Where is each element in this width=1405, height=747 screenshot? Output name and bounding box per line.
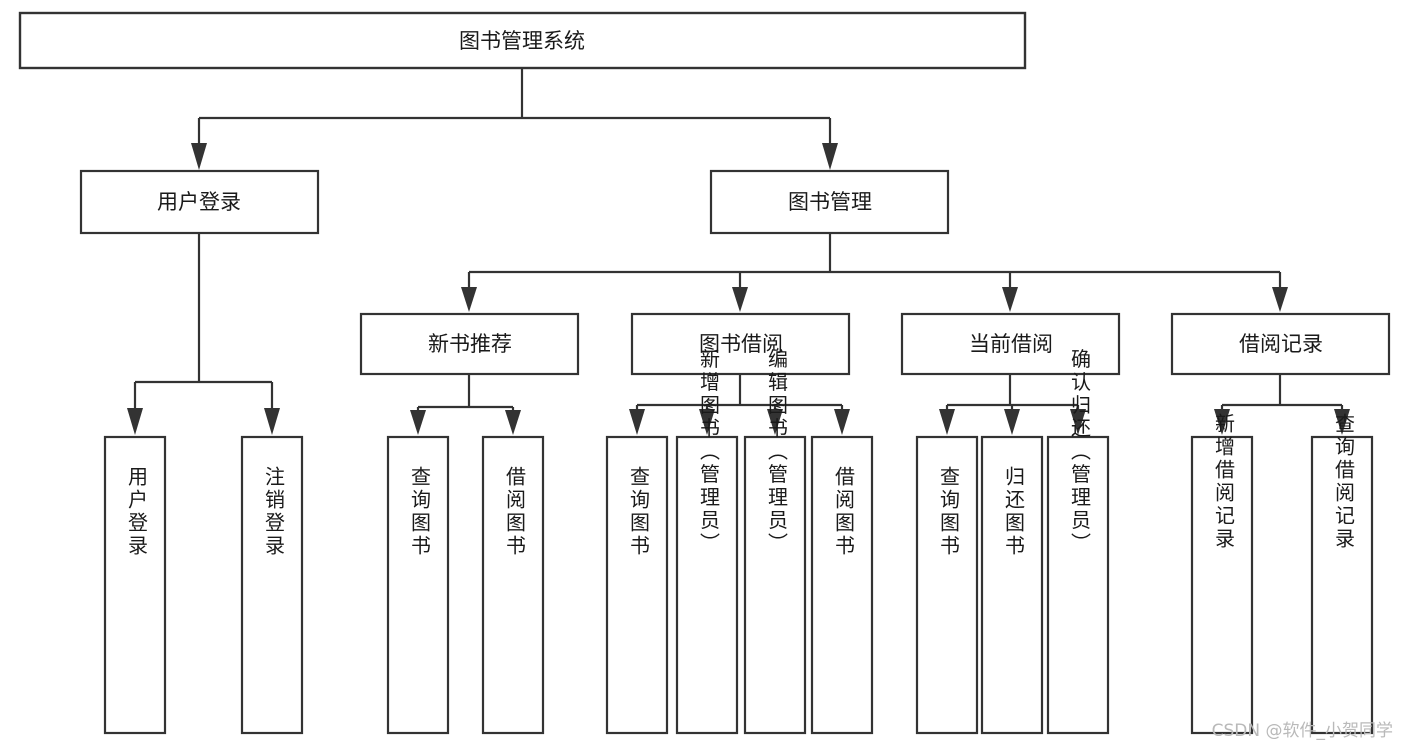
arrow-icon-user-login-2: [264, 408, 280, 435]
node-book-borrow-box: [630, 312, 851, 376]
node-user-login[interactable]: 用户登录: [79, 169, 320, 235]
node-leaf-edit-book[interactable]: 编辑图书（管理员）: [743, 348, 807, 735]
node-leaf-query-book-2-box: [605, 435, 669, 735]
node-leaf-add-book[interactable]: 新增图书（管理员）: [675, 348, 739, 735]
node-user-login-box: [79, 169, 320, 235]
node-leaf-query-book-2-label: 查询图书: [627, 466, 651, 558]
node-book-management[interactable]: 图书管理: [709, 169, 950, 235]
node-leaf-confirm-return[interactable]: 确认归还（管理员）: [1046, 348, 1110, 735]
arrow-icon-cb-2: [1004, 409, 1020, 435]
node-leaf-return-book-label: 归还图书: [1002, 466, 1026, 558]
arrow-icon-br-1: [1214, 409, 1230, 435]
arrow-icon-bm-4: [1272, 287, 1288, 312]
node-leaf-query-book-2[interactable]: 查询图书: [605, 435, 669, 735]
node-leaf-edit-book-label: 编辑图书（管理员）: [765, 348, 789, 555]
node-leaf-user-logout[interactable]: 注销登录: [240, 435, 304, 735]
node-leaf-query-book-3-label: 查询图书: [937, 466, 961, 558]
node-leaf-query-book-1-box: [386, 435, 450, 735]
node-root-box: [18, 11, 1027, 70]
node-current-borrow[interactable]: 当前借阅: [900, 312, 1121, 376]
node-leaf-return-book-box: [980, 435, 1044, 735]
node-new-book-recommend-label: 新书推荐: [428, 332, 512, 356]
node-borrow-record-box: [1170, 312, 1391, 376]
node-user-login-label: 用户登录: [157, 190, 241, 214]
connectors-layer: [127, 68, 1350, 435]
node-leaf-borrow-book-2-box: [810, 435, 874, 735]
node-book-borrow-label: 图书借阅: [699, 332, 783, 356]
arrow-icon-bb-3: [767, 409, 783, 435]
node-leaf-borrow-book-2-label: 借阅图书: [832, 466, 856, 558]
node-current-borrow-box: [900, 312, 1121, 376]
arrow-icon-root-to-book-management: [822, 143, 838, 170]
arrow-icon-bm-3: [1002, 287, 1018, 312]
node-leaf-user-login[interactable]: 用户登录: [103, 435, 167, 735]
arrow-icon-user-login-1: [127, 408, 143, 435]
node-root[interactable]: 图书管理系统: [18, 11, 1027, 70]
node-leaf-add-book-box: [675, 435, 739, 735]
arrow-icon-bb-4: [834, 409, 850, 435]
node-leaf-query-record-label: 查询借阅记录: [1332, 413, 1356, 551]
node-current-borrow-label: 当前借阅: [969, 332, 1053, 356]
node-leaf-add-record-label: 新增借阅记录: [1212, 413, 1236, 551]
node-leaf-user-login-label: 用户登录: [125, 466, 149, 558]
node-new-book-recommend[interactable]: 新书推荐: [359, 312, 580, 376]
arrow-icon-cb-1: [939, 409, 955, 435]
node-leaf-query-book-3-box: [915, 435, 979, 735]
arrow-icon-nbr-1: [410, 410, 426, 435]
node-leaf-borrow-book-1[interactable]: 借阅图书: [481, 435, 545, 735]
node-leaf-borrow-book-1-box: [481, 435, 545, 735]
node-leaf-query-book-1-label: 查询图书: [408, 466, 432, 558]
node-leaf-query-book-1[interactable]: 查询图书: [386, 435, 450, 735]
node-leaf-return-book[interactable]: 归还图书: [980, 435, 1044, 735]
arrow-icon-bm-1: [461, 287, 477, 312]
node-book-borrow[interactable]: 图书借阅: [630, 312, 851, 376]
node-leaf-query-book-3[interactable]: 查询图书: [915, 435, 979, 735]
arrow-icon-bm-2: [732, 287, 748, 312]
arrow-icon-bb-2: [699, 409, 715, 435]
node-book-management-label: 图书管理: [788, 190, 872, 214]
node-book-management-box: [709, 169, 950, 235]
node-leaf-user-login-box: [103, 435, 167, 735]
arrow-icon-bb-1: [629, 409, 645, 435]
arrow-icon-cb-3: [1070, 409, 1086, 435]
node-root-label: 图书管理系统: [459, 29, 585, 53]
arrow-icon-br-2: [1334, 409, 1350, 435]
node-leaf-query-record[interactable]: 查询借阅记录: [1310, 413, 1374, 735]
node-leaf-edit-book-box: [743, 435, 807, 735]
node-leaf-borrow-book-1-label: 借阅图书: [503, 466, 527, 558]
node-leaf-borrow-book-2[interactable]: 借阅图书: [810, 435, 874, 735]
node-leaf-user-logout-box: [240, 435, 304, 735]
node-leaf-confirm-return-box: [1046, 435, 1110, 735]
node-borrow-record[interactable]: 借阅记录: [1170, 312, 1391, 376]
node-leaf-add-record-box: [1190, 435, 1254, 735]
node-leaf-confirm-return-label: 确认归还（管理员）: [1068, 348, 1092, 555]
node-borrow-record-label: 借阅记录: [1239, 332, 1323, 356]
node-new-book-recommend-box: [359, 312, 580, 376]
arrow-icon-root-to-user-login: [191, 143, 207, 170]
arrow-icon-nbr-2: [505, 410, 521, 435]
node-leaf-query-record-box: [1310, 435, 1374, 735]
node-leaf-add-record[interactable]: 新增借阅记录: [1190, 413, 1254, 735]
node-leaf-add-book-label: 新增图书（管理员）: [697, 348, 721, 555]
node-leaf-user-logout-label: 注销登录: [262, 466, 286, 558]
